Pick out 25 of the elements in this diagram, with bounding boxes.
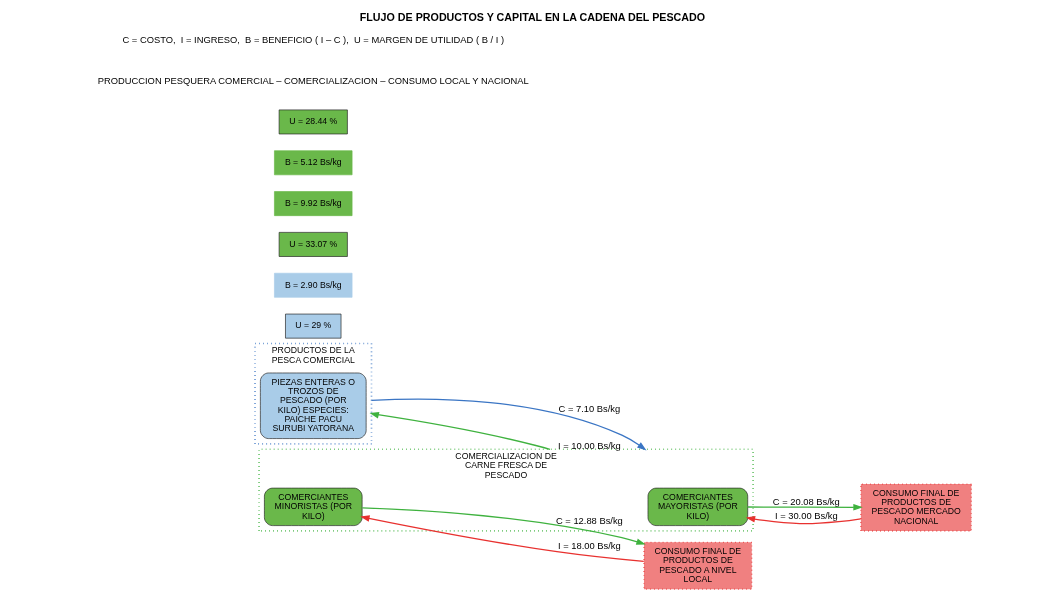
edge-label: I = 30.00 Bs/kg [774,511,838,522]
arrow [361,507,646,545]
node-box: U = 28.44 % [278,109,348,135]
node-box: B = 2.90 Bs/kg [274,272,353,298]
arrow [745,515,862,525]
diagram-title: FLUJO DE PRODUCTOS Y CAPITAL EN LA CADENA DEL PESCADO [359,11,706,24]
edge-label: C = 7.10 Bs/kg [558,403,621,414]
node-box: U = 33.07 % [278,232,348,257]
edge-label: C = 20.08 Bs/kg [772,496,840,507]
node-box: CONSUMO FINAL DE PRODUCTOS DE PESCADO MERCADO NACIONAL [860,483,972,532]
arrow [360,515,645,563]
node-box: CONSUMO FINAL DE PRODUCTOS DE PESCADO A NIVEL LOCAL [643,541,753,590]
label: PRODUCCION PESQUERA COMERCIAL – COMERCIALIZACION – CONSUMO LOCAL Y NACIONAL [97,75,529,86]
node-box: B = 5.12 Bs/kg [274,150,353,176]
arrow [370,398,647,451]
arrow [747,504,863,511]
edge-label: I = 18.00 Bs/kg [558,541,621,552]
edge-label: C = 12.88 Bs/kg [555,515,623,526]
label: C = COSTO, I = INGRESO, B = BENEFICIO ( I – C ), U = MARGEN DE UTILIDAD ( B / I ) [122,34,505,45]
node-box: PIEZAS ENTERAS O TROZOS DE PESCADO (POR KILO) ESPECIES: PAICHE PACU SURUBI YATORANA [260,372,367,439]
node-box: B = 9.92 Bs/kg [274,191,353,216]
arrow [369,412,551,450]
node-box: U = 29 % [285,313,342,339]
node-box: COMERCIANTES MAYORISTAS (POR KILO) [647,487,749,526]
node-box: COMERCIANTES MINORISTAS (POR KILO) [264,487,363,526]
